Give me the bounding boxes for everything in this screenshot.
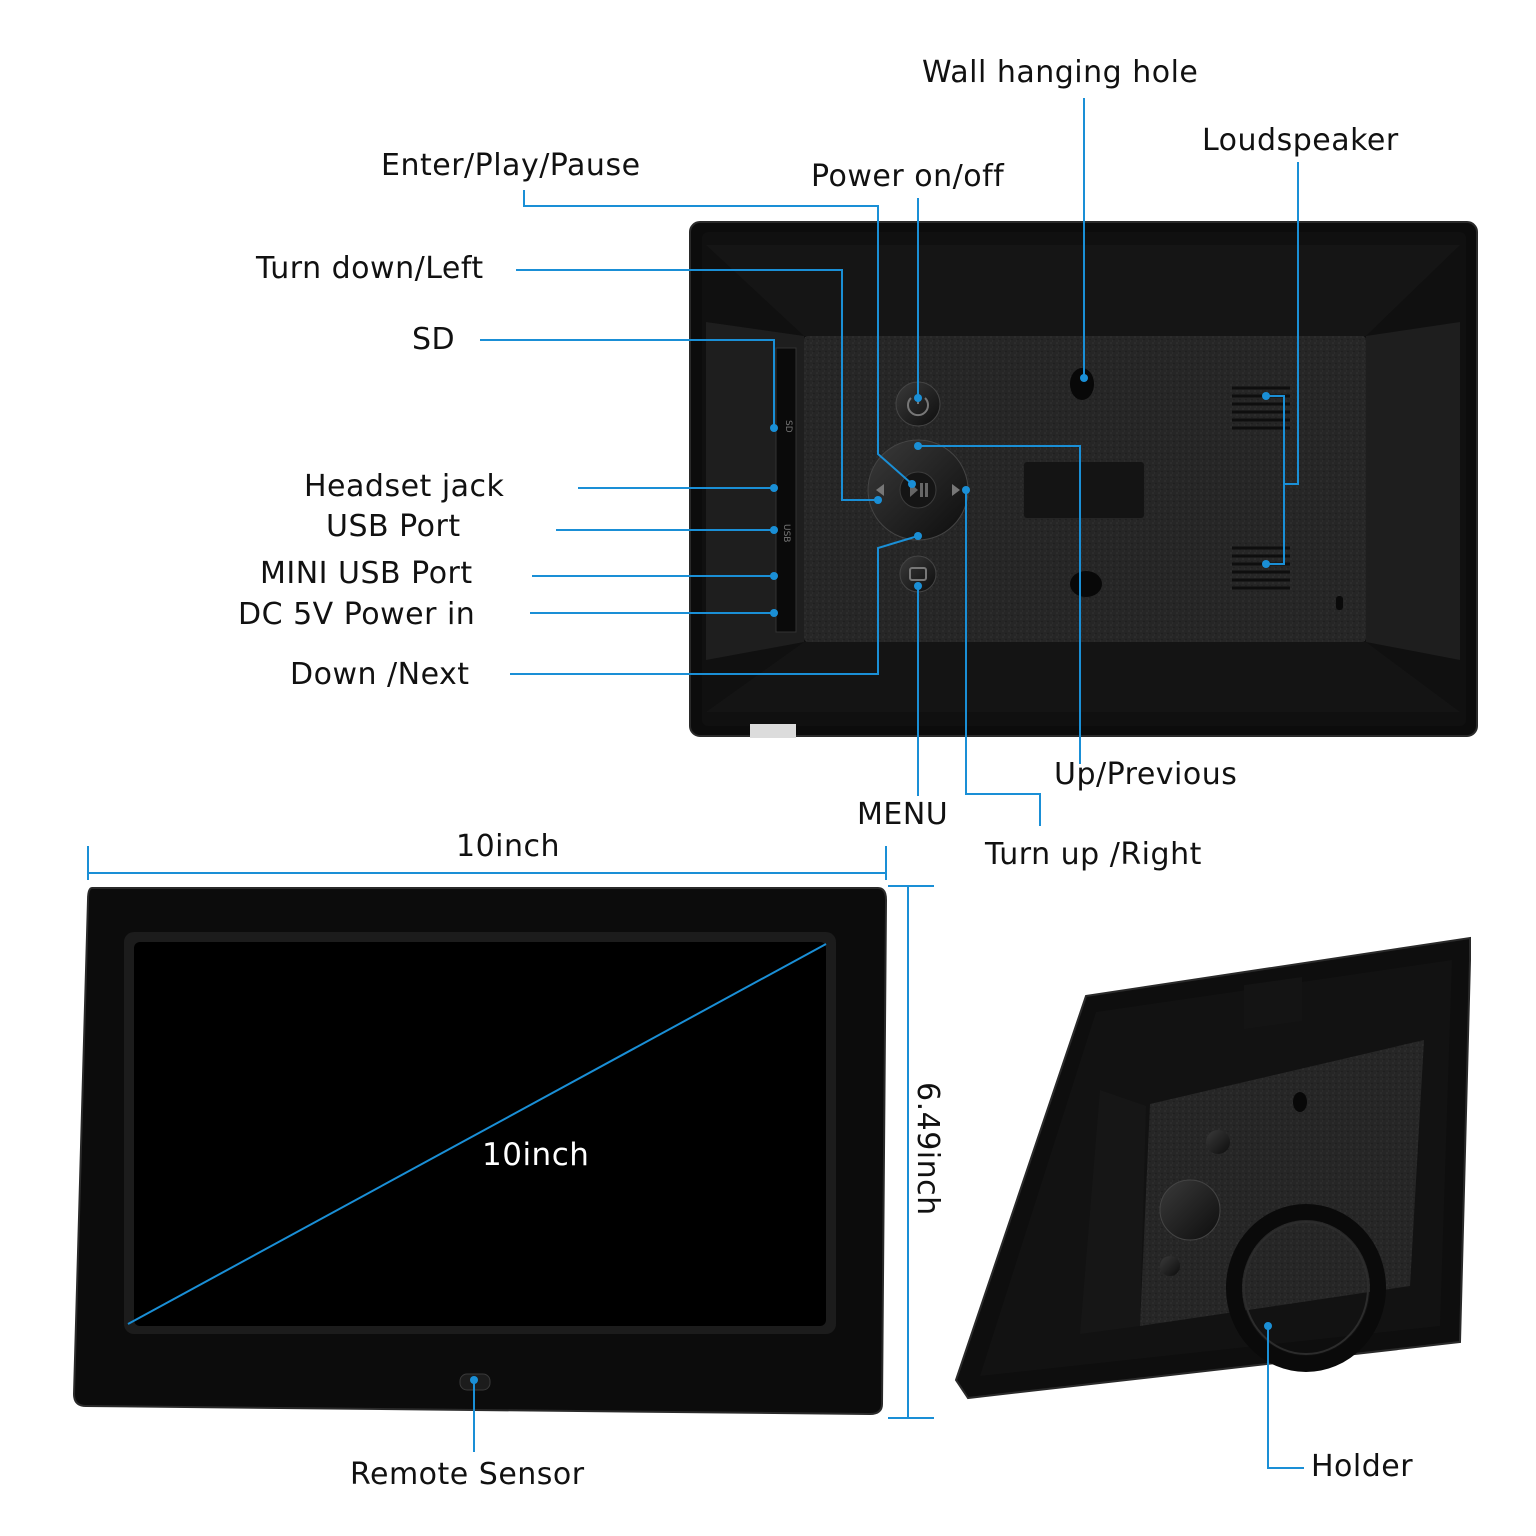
wall-hanging-hole bbox=[1070, 368, 1094, 400]
sticker bbox=[750, 724, 796, 738]
holder-ring-edge bbox=[1243, 1221, 1369, 1355]
holder-ring bbox=[1226, 1204, 1386, 1372]
label-enter-play-pause: Enter/Play/Pause bbox=[381, 148, 641, 183]
front-view bbox=[72, 887, 888, 1416]
label-diagonal: 10inch bbox=[482, 1137, 590, 1173]
menu-icon bbox=[909, 567, 927, 581]
label-power-on-off: Power on/off bbox=[811, 159, 1005, 194]
port-mark-sd: SD bbox=[783, 420, 793, 433]
label-sd: SD bbox=[412, 322, 456, 357]
port-mark-usb: USB bbox=[781, 524, 791, 542]
label-mini-usb-port: MINI USB Port bbox=[260, 556, 473, 591]
label-width: 10inch bbox=[456, 829, 561, 864]
label-dc-power-in: DC 5V Power in bbox=[238, 597, 476, 632]
label-turn-up-right: Turn up /Right bbox=[985, 837, 1202, 872]
label-usb-port: USB Port bbox=[326, 509, 461, 544]
port-strip bbox=[775, 347, 797, 633]
label-headset-jack: Headset jack bbox=[304, 469, 505, 504]
right-wall bbox=[1366, 322, 1460, 660]
label-height: 6.49inch bbox=[910, 1082, 945, 1216]
label-plate bbox=[1024, 462, 1144, 518]
leader-dots bbox=[470, 374, 1272, 1384]
lower-hole bbox=[1070, 571, 1102, 597]
left-arrow-icon bbox=[876, 484, 884, 496]
label-turn-down-left: Turn down/Left bbox=[256, 251, 484, 286]
label-holder: Holder bbox=[1311, 1449, 1414, 1484]
label-loudspeaker: Loudspeaker bbox=[1202, 123, 1399, 158]
angled-view bbox=[954, 936, 1471, 1400]
angled-menu bbox=[1160, 1256, 1180, 1276]
label-down-next: Down /Next bbox=[290, 657, 470, 692]
angled-hole bbox=[1293, 1092, 1307, 1112]
back-view bbox=[689, 221, 1478, 738]
speaker-grill-bottom bbox=[1232, 546, 1290, 590]
right-arrow-icon bbox=[952, 484, 960, 496]
angled-power bbox=[1206, 1130, 1230, 1154]
angled-dpad bbox=[1159, 1179, 1221, 1241]
small-slot bbox=[1336, 596, 1343, 610]
label-up-previous: Up/Previous bbox=[1054, 757, 1238, 792]
label-remote-sensor: Remote Sensor bbox=[350, 1457, 585, 1492]
angled-panel bbox=[1140, 1040, 1424, 1326]
angled-plate bbox=[1244, 977, 1302, 1030]
label-wall-hanging-hole: Wall hanging hole bbox=[922, 55, 1199, 90]
leader-lines bbox=[87, 98, 1304, 1469]
label-menu: MENU bbox=[857, 797, 949, 832]
angled-port-side bbox=[1080, 1090, 1146, 1334]
bottom-wall bbox=[706, 642, 1460, 712]
